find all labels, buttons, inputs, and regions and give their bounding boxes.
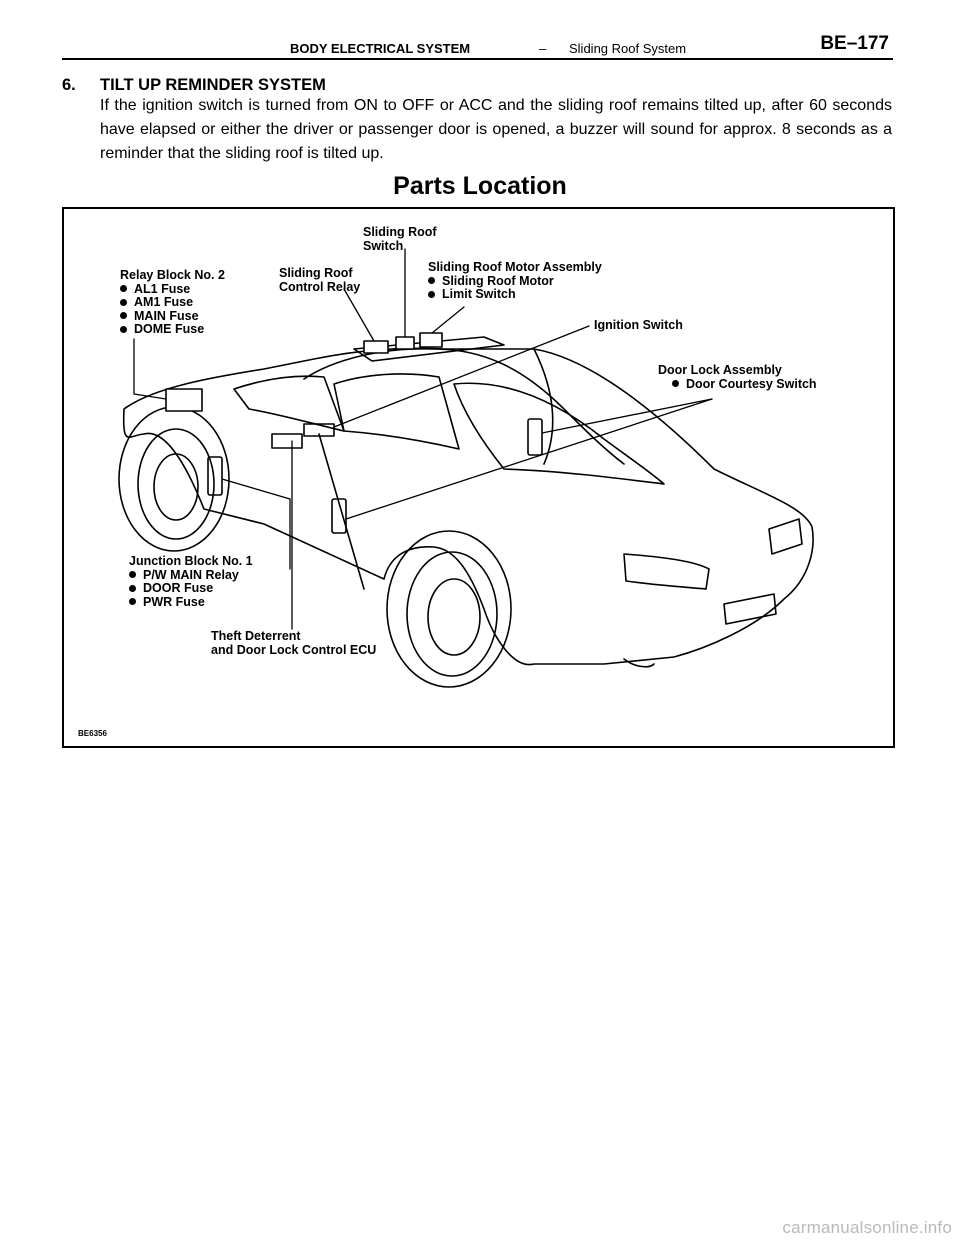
bullet-icon — [428, 277, 435, 285]
section-number: 6. — [62, 76, 76, 94]
label-ignition-switch: Ignition Switch — [594, 318, 683, 332]
label-control-relay: Sliding Roof Control Relay — [279, 266, 361, 294]
bullet-icon — [672, 380, 679, 388]
windshield — [233, 375, 345, 432]
motor-item: Limit Switch — [428, 287, 602, 302]
door-lock-front — [331, 498, 347, 534]
relay-block-item: AM1 Fuse — [120, 295, 225, 310]
section-heading: 6. TILT UP REMINDER SYSTEM — [62, 76, 326, 95]
relay-block-item: DOME Fuse — [120, 322, 225, 337]
label-roof-switch: Sliding Roof Switch — [363, 225, 437, 253]
label-motor-assembly: Sliding Roof Motor Assembly Sliding Roof… — [428, 260, 602, 302]
rear-wheel — [406, 551, 498, 677]
leader-door-lock-b — [345, 398, 713, 520]
page-number: BE–177 — [820, 33, 889, 54]
motor-component — [419, 332, 443, 348]
figure-title: Parts Location — [393, 172, 567, 200]
junction-item: P/W MAIN Relay — [129, 568, 253, 583]
bullet-icon — [120, 312, 127, 320]
rear-wheel-hub — [427, 578, 481, 656]
junction-block-component — [207, 456, 223, 496]
label-theft-ecu: Theft Deterrent and Door Lock Control EC… — [211, 629, 377, 657]
bullet-icon — [120, 325, 127, 333]
header-topic: Sliding Roof System — [569, 41, 687, 56]
bullet-icon — [428, 290, 435, 298]
ecu-component — [271, 433, 303, 449]
header-separator: – — [539, 41, 547, 56]
rear-wheel-arch — [386, 530, 512, 688]
section-title: TILT UP REMINDER SYSTEM — [100, 76, 326, 94]
bullet-icon — [120, 285, 127, 293]
motor-item: Sliding Roof Motor — [428, 274, 602, 289]
parts-location-figure: Relay Block No. 2 AL1 Fuse AM1 Fuse MAIN… — [62, 207, 895, 748]
door-lock-rear — [527, 418, 543, 456]
leader-motor — [431, 306, 465, 334]
front-wheel — [137, 428, 215, 540]
relay-block-title: Relay Block No. 2 — [120, 268, 225, 282]
front-wheel-hub — [153, 453, 199, 521]
junction-item: DOOR Fuse — [129, 581, 253, 596]
label-junction-block: Junction Block No. 1 P/W MAIN Relay DOOR… — [129, 554, 253, 610]
label-relay-block: Relay Block No. 2 AL1 Fuse AM1 Fuse MAIN… — [120, 268, 225, 337]
door-lock-item: Door Courtesy Switch — [658, 377, 817, 392]
header-rule — [62, 58, 893, 60]
door-line — [318, 433, 365, 590]
bullet-icon — [129, 598, 136, 606]
leader-junction-block — [221, 478, 291, 570]
relay-block-component — [165, 388, 203, 412]
leader-relay-block — [133, 338, 167, 400]
section-body: If the ignition switch is turned from ON… — [100, 97, 892, 162]
bullet-icon — [129, 571, 136, 579]
door-window — [333, 373, 460, 450]
ignition-component — [303, 423, 335, 437]
header-section: BODY ELECTRICAL SYSTEM — [290, 41, 471, 56]
junction-item: PWR Fuse — [129, 595, 253, 610]
exhaust — [623, 658, 655, 668]
leader-control-relay — [343, 288, 375, 342]
figure-code: BE6356 — [78, 729, 107, 738]
car-roof — [303, 347, 625, 465]
relay-block-item: MAIN Fuse — [120, 309, 225, 324]
relay-block-item: AL1 Fuse — [120, 282, 225, 297]
rear-window — [453, 382, 665, 485]
car-body-outline — [122, 347, 814, 666]
license-plate — [723, 593, 777, 625]
tail-light-right — [768, 518, 803, 555]
door-rear-line — [533, 348, 554, 465]
leader-door-lock-a — [541, 398, 713, 434]
label-door-lock: Door Lock Assembly Door Courtesy Switch — [658, 363, 817, 392]
watermark: carmanualsonline.info — [782, 1218, 952, 1237]
tail-light — [623, 553, 710, 590]
bullet-icon — [129, 584, 136, 592]
control-relay-component — [363, 340, 389, 354]
roof-switch-component — [395, 336, 415, 350]
page-header: BODY ELECTRICAL SYSTEM – Sliding Roof Sy… — [62, 20, 893, 60]
bullet-icon — [120, 298, 127, 306]
leader-ignition — [333, 325, 590, 428]
car-illustration — [118, 248, 814, 688]
